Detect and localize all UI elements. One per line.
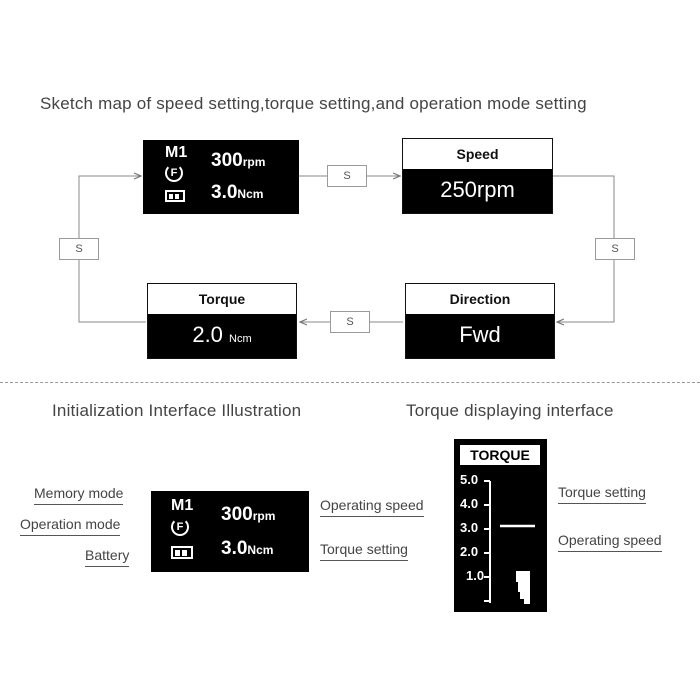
torque-value: 3.0 bbox=[211, 182, 238, 203]
label-torque-setting: Torque setting bbox=[320, 541, 408, 561]
speed-panel-header: Speed bbox=[403, 139, 552, 169]
diagram-title: Sketch map of speed setting,torque setti… bbox=[40, 94, 587, 113]
init-display: M1 F 300rpm 3.0Ncm bbox=[151, 491, 309, 572]
battery-icon bbox=[165, 190, 185, 202]
speed-unit: rpm bbox=[242, 155, 266, 169]
torque-readout: 3.0Ncm bbox=[211, 182, 263, 204]
scale-label-3: 3.0 bbox=[460, 520, 479, 535]
label-operating-speed: Operating speed bbox=[320, 497, 424, 517]
torque-display-header: TORQUE bbox=[460, 445, 540, 465]
speed-readout: 300rpm bbox=[211, 150, 265, 172]
init-torque-unit: Ncm bbox=[247, 543, 274, 557]
init-direction-glyph: F bbox=[176, 521, 184, 533]
switch-box-4: S bbox=[59, 238, 99, 260]
torque-unit: Ncm bbox=[237, 187, 264, 201]
switch-box-2: S bbox=[595, 238, 635, 260]
torque-panel-value: 2.0 bbox=[192, 322, 223, 347]
torque-section-title: Torque displaying interface bbox=[406, 401, 614, 420]
switch-box-3: S bbox=[330, 311, 370, 333]
memory-mode-label: M1 bbox=[165, 144, 188, 161]
init-speed-value: 300 bbox=[221, 504, 253, 525]
scale-label-5: 5.0 bbox=[460, 472, 479, 487]
speed-panel: Speed 250rpm bbox=[402, 138, 553, 214]
torque-panel-value-row: 2.0 Ncm bbox=[148, 314, 296, 360]
torque-scale bbox=[484, 480, 535, 604]
label-torque-setting-right: Torque setting bbox=[558, 484, 646, 504]
torque-panel: Torque 2.0 Ncm bbox=[147, 283, 297, 359]
label-battery: Battery bbox=[85, 547, 130, 567]
label-operation-mode: Operation mode bbox=[20, 516, 121, 536]
init-torque-value: 3.0 bbox=[221, 538, 248, 559]
init-speed-readout: 300rpm bbox=[221, 504, 275, 526]
direction-glyph: F bbox=[170, 167, 178, 179]
torque-panel-unit: Ncm bbox=[229, 333, 252, 345]
speed-panel-value: 250rpm bbox=[440, 177, 515, 202]
label-memory-mode: Memory mode bbox=[34, 485, 124, 505]
init-battery-icon bbox=[171, 546, 193, 559]
scale-label-4: 4.0 bbox=[460, 496, 479, 511]
direction-panel-header: Direction bbox=[406, 284, 554, 314]
direction-panel: Direction Fwd bbox=[405, 283, 555, 359]
init-direction-icon: F bbox=[171, 518, 189, 536]
label-operating-speed-right: Operating speed bbox=[558, 532, 662, 552]
direction-panel-value: Fwd bbox=[459, 322, 501, 347]
switch-box-1: S bbox=[327, 165, 367, 187]
speed-value: 300 bbox=[211, 150, 243, 171]
scale-label-1: 1.0 bbox=[466, 568, 485, 583]
init-speed-unit: rpm bbox=[252, 509, 276, 523]
direction-icon: F bbox=[165, 164, 183, 182]
section-divider bbox=[0, 382, 700, 383]
init-memory-mode: M1 bbox=[171, 497, 194, 514]
scale-label-2: 2.0 bbox=[460, 544, 479, 559]
init-section-title: Initialization Interface Illustration bbox=[52, 401, 302, 420]
operating-speed-bar bbox=[516, 571, 530, 604]
init-torque-readout: 3.0Ncm bbox=[221, 538, 273, 560]
torque-panel-header: Torque bbox=[148, 284, 296, 314]
main-display: M1 F 300rpm 3.0Ncm bbox=[143, 140, 299, 214]
torque-display: TORQUE 5.0 4.0 3.0 2.0 1.0 bbox=[454, 439, 547, 612]
